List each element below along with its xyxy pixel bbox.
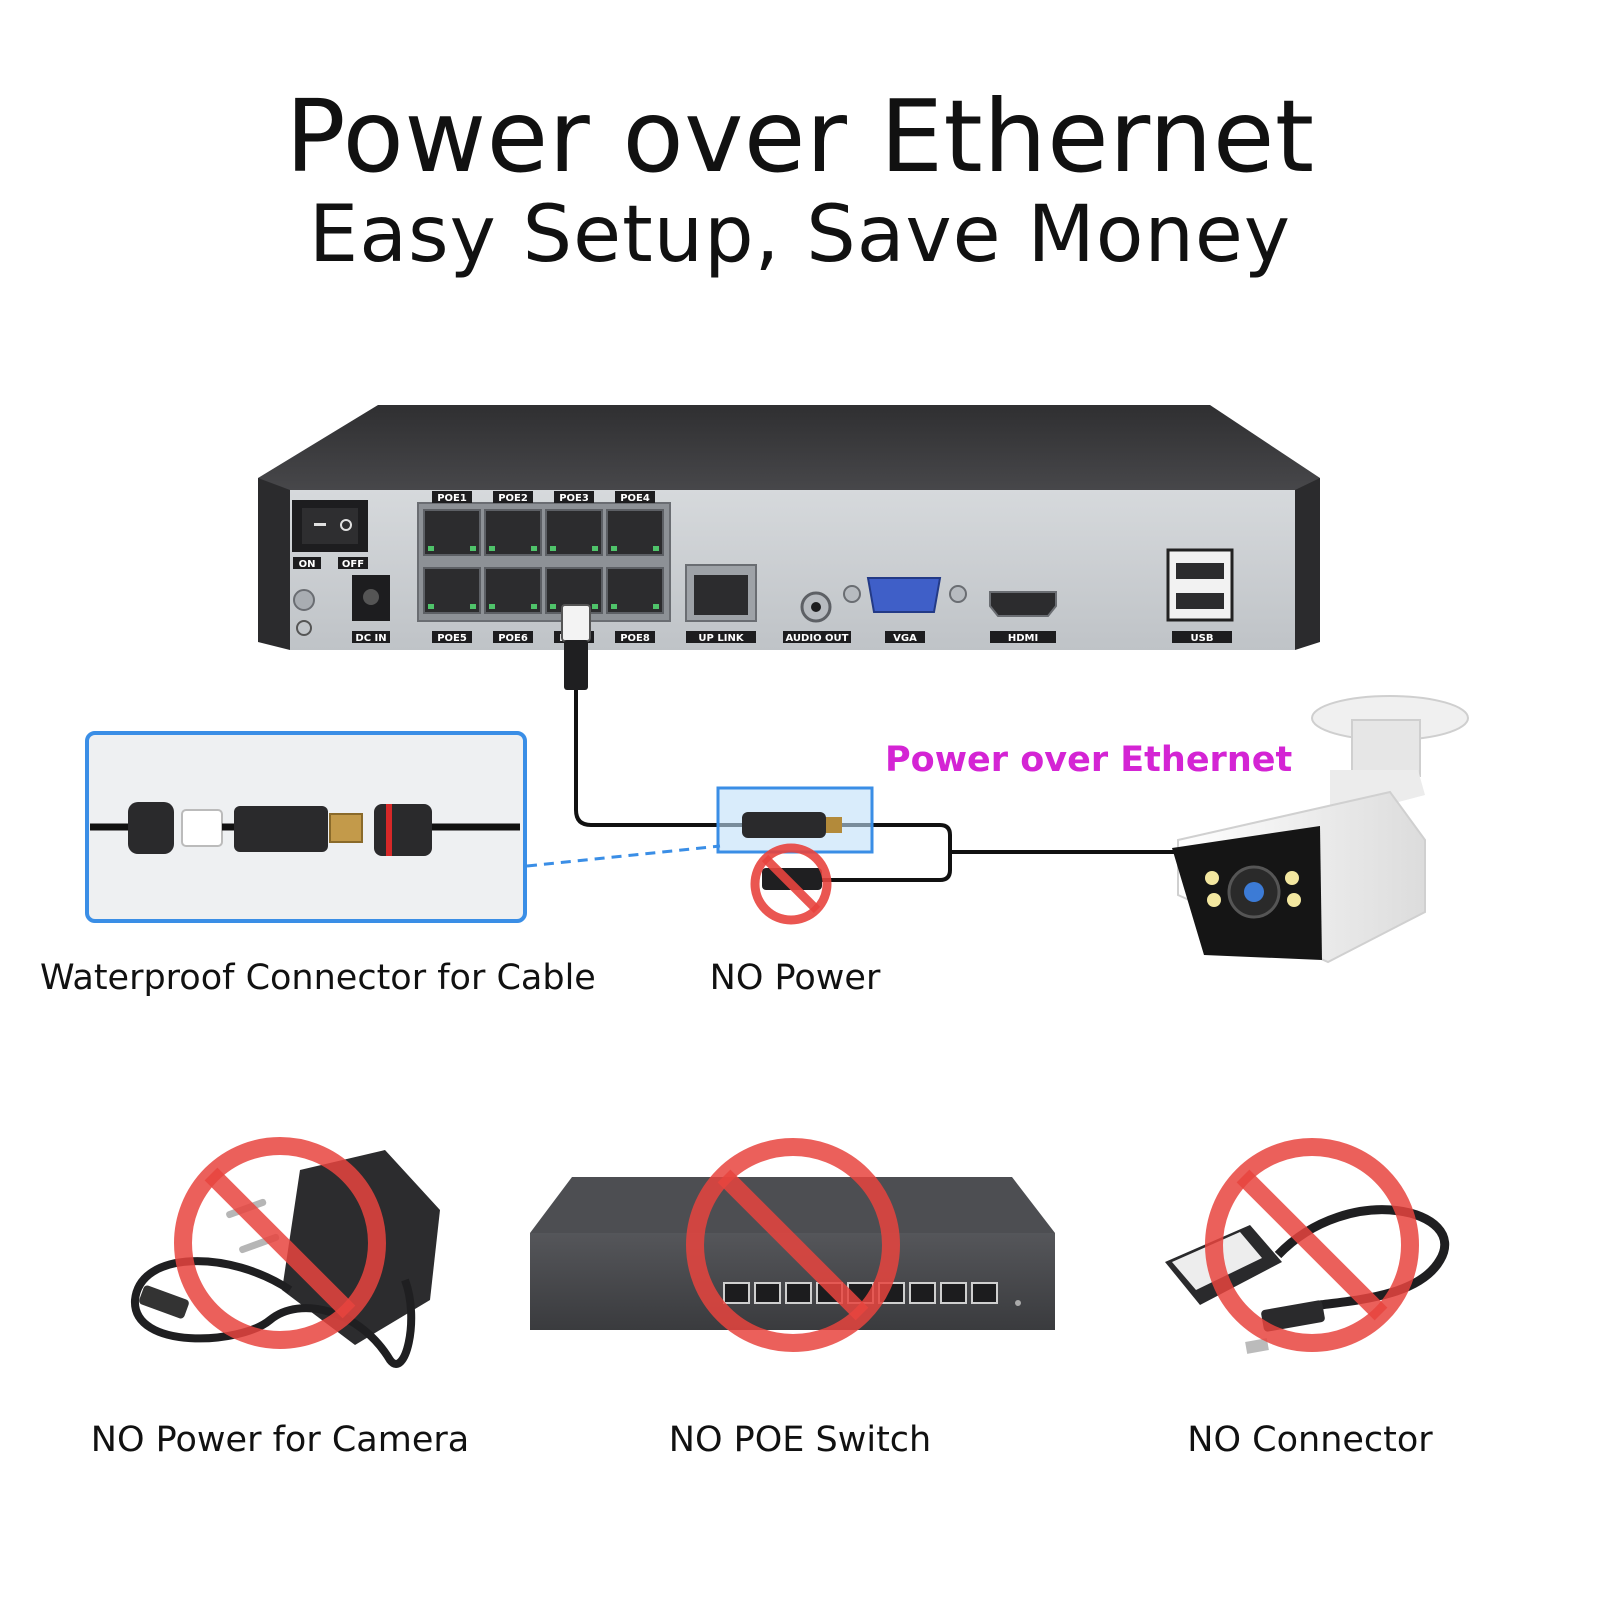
hdmi-port [989, 591, 1057, 617]
caption-no-power-camera: NO Power for Camera [90, 1420, 470, 1460]
cable-path [574, 690, 952, 882]
poe-port-label: POE3 [559, 493, 589, 504]
rj45-plug-inset [329, 813, 363, 843]
port-label-tab [615, 631, 655, 643]
port-led [531, 604, 537, 609]
forbid-sign-adapter [174, 1137, 386, 1349]
usb-connector [1165, 1138, 1450, 1354]
cap-nut [128, 802, 174, 854]
port-led [489, 546, 495, 551]
usb-label: USB [1191, 633, 1214, 644]
port-led [611, 604, 617, 609]
switch-top [530, 1177, 1055, 1233]
page-subtitle: Easy Setup, Save Money [308, 190, 1292, 280]
port-led [489, 604, 495, 609]
switch-ports [723, 1282, 998, 1304]
port-label-tab [554, 491, 594, 503]
hdmi-label: HDMI [1008, 633, 1038, 644]
switch-port [754, 1282, 781, 1304]
port-label-tab [432, 491, 472, 503]
port-led [470, 546, 476, 551]
ground-symbol [296, 620, 312, 636]
rj45-plug [561, 604, 591, 642]
switch-port [785, 1282, 812, 1304]
caption-no-poe-switch: NO POE Switch [668, 1420, 932, 1460]
switch-port [940, 1282, 967, 1304]
waterproof-connector-small [742, 812, 826, 838]
poe-port [423, 509, 481, 556]
poe-port-label: POE1 [437, 493, 467, 504]
poe-callout-label: Power over Ethernet [885, 740, 1293, 780]
adapter-cord [130, 1257, 416, 1368]
port-led [428, 604, 434, 609]
forbid-sign-dc [750, 843, 832, 925]
poe-port-label: POE6 [498, 633, 528, 644]
port-led [550, 546, 556, 551]
rj45-boot [564, 640, 588, 690]
vga-port [866, 577, 942, 613]
housing [234, 806, 328, 852]
switch-port [909, 1282, 936, 1304]
port-led [653, 604, 659, 609]
power-adapter [130, 1137, 440, 1368]
switch-port [971, 1282, 998, 1304]
port-label-tab [615, 491, 655, 503]
port-led [550, 604, 556, 609]
switch-off-mark [340, 519, 352, 531]
port-label-tab [493, 491, 533, 503]
forbid-sign-usb [1205, 1138, 1419, 1352]
poe-port-label: POE5 [437, 633, 467, 644]
uplink-label: UP LINK [698, 633, 744, 644]
seal-ring [181, 809, 223, 847]
forbid-sign-switch [686, 1138, 900, 1352]
port-label-tab [493, 631, 533, 643]
dc-in-label: DC IN [355, 633, 386, 644]
ethernet-cable [526, 604, 1178, 925]
vga-label: VGA [893, 633, 917, 644]
switch-on-label: ON [299, 559, 316, 570]
socket-end [374, 804, 432, 856]
switch-on-mark [314, 523, 326, 526]
poe-port-label: POE2 [498, 493, 528, 504]
port-led [531, 546, 537, 551]
usb-ports [1166, 548, 1234, 622]
waterproof-inset [85, 731, 527, 923]
port-led [592, 546, 598, 551]
port-led [470, 604, 476, 609]
caption-no-connector: NO Connector [1187, 1420, 1433, 1460]
port-label-tab [432, 631, 472, 643]
audio-out-label: AUDIO OUT [786, 633, 849, 644]
page-title: Power over Ethernet [285, 78, 1315, 195]
ground-screw [293, 589, 315, 611]
poe-port-label: POE8 [620, 633, 650, 644]
switch-port [723, 1282, 750, 1304]
waterproof-caption: Waterproof Connector for Cable [40, 958, 596, 998]
no-power-caption: NO Power [709, 958, 881, 998]
bullet-camera [1172, 695, 1469, 964]
port-led [592, 604, 598, 609]
port-led [611, 546, 617, 551]
nvr-lid [258, 405, 1320, 500]
leader-line [526, 844, 721, 868]
switch-off-label: OFF [342, 559, 364, 570]
nvr-right-wall [1295, 478, 1320, 650]
mini-usb-plug [1261, 1300, 1325, 1332]
poe-port-label: POE4 [620, 493, 650, 504]
poe-switch [530, 1138, 1055, 1352]
port-led [428, 546, 434, 551]
nvr-left-wall [258, 478, 290, 650]
port-led [653, 546, 659, 551]
